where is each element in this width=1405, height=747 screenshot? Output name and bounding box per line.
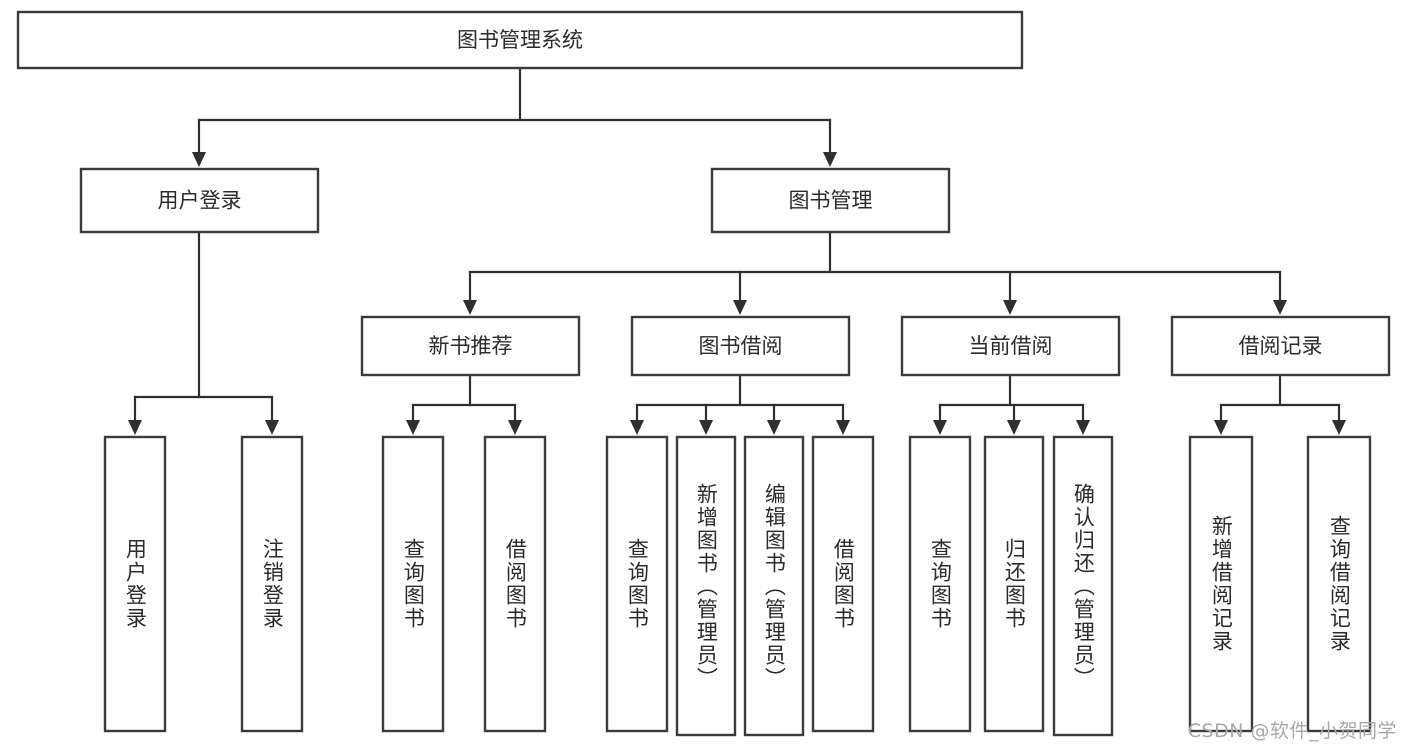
node-box[interactable] xyxy=(630,315,851,377)
arrow-head-icon xyxy=(933,420,947,435)
connector-layer xyxy=(128,66,1346,435)
node-box[interactable] xyxy=(360,315,581,377)
arrow-head-icon xyxy=(630,420,644,435)
node-borrow-record[interactable]: 借阅记录 xyxy=(1170,315,1391,377)
node-leaf-borrow-book-1[interactable] xyxy=(483,435,547,733)
node-new-book-rec[interactable]: 新书推荐 xyxy=(360,315,581,377)
connector-arrow-leaf-1-1 xyxy=(508,403,522,435)
node-user-login[interactable]: 用户登录 xyxy=(79,167,320,234)
node-box[interactable] xyxy=(1188,435,1254,733)
connector-arrow-leaf-1-0 xyxy=(406,403,420,435)
node-box[interactable] xyxy=(900,315,1121,377)
connector-arrow-leaf-3-2 xyxy=(1076,403,1090,435)
node-box[interactable] xyxy=(1170,315,1391,377)
node-box[interactable] xyxy=(908,435,972,733)
connector-arrow-level3-1 xyxy=(733,270,747,315)
arrow-head-icon xyxy=(406,420,420,435)
node-label-user-login: 用户登录 xyxy=(158,189,242,213)
connector-arrow-leaf-4-1 xyxy=(1332,403,1346,435)
node-box[interactable] xyxy=(16,10,1024,70)
node-leaf-add-book[interactable] xyxy=(675,435,737,737)
node-leaf-query-record[interactable] xyxy=(1306,435,1372,733)
node-box[interactable] xyxy=(483,435,547,733)
node-label-new-book-rec: 新书推荐 xyxy=(429,334,513,358)
node-leaf-logout[interactable] xyxy=(240,435,304,733)
node-label-book-manage: 图书管理 xyxy=(789,189,873,213)
node-leaf-confirm-return[interactable] xyxy=(1052,435,1114,737)
arrow-head-icon xyxy=(463,300,477,315)
arrow-head-icon xyxy=(767,420,781,435)
connector-arrow-leaf-3-0 xyxy=(933,403,947,435)
arrow-head-icon xyxy=(1007,420,1021,435)
node-box[interactable] xyxy=(710,167,951,234)
node-leaf-borrow-book-2[interactable] xyxy=(811,435,875,733)
connector-arrow-leaf-2-0 xyxy=(630,403,644,435)
node-box[interactable] xyxy=(1306,435,1372,733)
node-leaf-edit-book[interactable] xyxy=(743,435,805,737)
connector-arrow-leaf-2-2 xyxy=(767,403,781,435)
arrow-head-icon xyxy=(1003,300,1017,315)
connector-arrow-level3-2 xyxy=(1003,270,1017,315)
arrow-head-icon xyxy=(699,420,713,435)
node-box[interactable] xyxy=(79,167,320,234)
connector-arrow-leaf-0-0 xyxy=(128,395,142,435)
node-leaf-return-book[interactable] xyxy=(983,435,1045,733)
node-leaf-add-record[interactable] xyxy=(1188,435,1254,733)
arrow-head-icon xyxy=(508,420,522,435)
connector-arrow-leaf-0-1 xyxy=(265,395,279,435)
node-current-borrow[interactable]: 当前借阅 xyxy=(900,315,1121,377)
arrow-head-icon xyxy=(1332,420,1346,435)
node-box[interactable] xyxy=(103,435,167,733)
node-leaf-query-book-3[interactable] xyxy=(908,435,972,733)
watermark-text: CSDN @软件_小贺同学 xyxy=(1187,720,1397,742)
arrow-head-icon xyxy=(265,420,279,435)
arrow-head-icon xyxy=(1076,420,1090,435)
node-label-book-borrow: 图书借阅 xyxy=(699,334,783,358)
node-box[interactable] xyxy=(811,435,875,733)
connector-arrow-leaf-3-1 xyxy=(1007,403,1021,435)
connector-arrow-level2-0 xyxy=(192,118,206,167)
node-book-borrow[interactable]: 图书借阅 xyxy=(630,315,851,377)
node-leaf-query-book-1[interactable] xyxy=(381,435,445,733)
connector-arrow-level2-1 xyxy=(823,118,837,167)
connector-arrow-level3-0 xyxy=(463,270,477,315)
node-box[interactable] xyxy=(675,435,737,737)
node-leaf-user-login[interactable] xyxy=(103,435,167,733)
node-root-system[interactable]: 图书管理系统 xyxy=(16,10,1024,70)
connector-arrow-level3-3 xyxy=(1273,270,1287,315)
node-label-root: 图书管理系统 xyxy=(457,28,583,52)
node-label-borrow-record: 借阅记录 xyxy=(1239,334,1323,358)
arrow-head-icon xyxy=(836,420,850,435)
node-box[interactable] xyxy=(983,435,1045,733)
connector-arrow-leaf-4-0 xyxy=(1214,403,1228,435)
arrow-head-icon xyxy=(1214,420,1228,435)
arrow-head-icon xyxy=(823,152,837,167)
arrow-head-icon xyxy=(1273,300,1287,315)
arrow-head-icon xyxy=(192,152,206,167)
node-box[interactable] xyxy=(605,435,669,733)
node-box[interactable] xyxy=(381,435,445,733)
node-box[interactable] xyxy=(743,435,805,737)
arrow-head-icon xyxy=(733,300,747,315)
node-leaf-query-book-2[interactable] xyxy=(605,435,669,733)
node-label-current-borrow: 当前借阅 xyxy=(969,334,1053,358)
node-book-manage[interactable]: 图书管理 xyxy=(710,167,951,234)
connector-arrow-leaf-2-1 xyxy=(699,403,713,435)
node-box[interactable] xyxy=(1052,435,1114,737)
node-box[interactable] xyxy=(240,435,304,733)
arrow-head-icon xyxy=(128,420,142,435)
connector-arrow-leaf-2-3 xyxy=(836,403,850,435)
